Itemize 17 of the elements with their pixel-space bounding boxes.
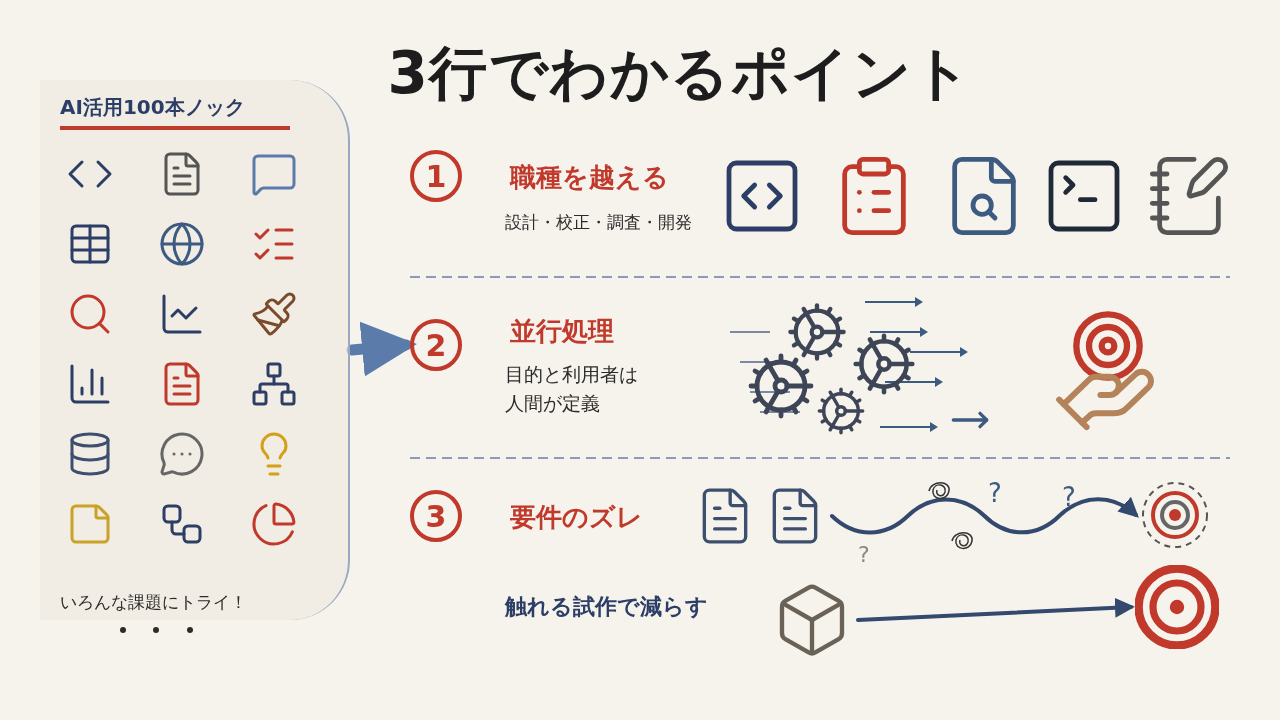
panel-caption: いろんな課題にトライ！ — [60, 591, 247, 614]
question-mark: ? — [988, 477, 1002, 510]
section-heading: 並行処理 — [510, 315, 614, 348]
section-text: 触れる試作で減らす — [505, 593, 708, 621]
arrow — [830, 497, 1140, 535]
section-heading: 要件のズレ — [510, 501, 643, 534]
arrow — [346, 321, 417, 377]
question-mark: ? — [1062, 481, 1076, 514]
question-mark: ? — [858, 541, 870, 569]
target-picture — [1140, 480, 1210, 550]
arrow — [856, 597, 1135, 622]
title: 3行でわかるポイント — [386, 38, 974, 109]
target-picture — [1135, 565, 1219, 649]
panel-heading: AI活用100本ノック — [60, 92, 290, 130]
section-text: 設計・校正・調査・開発 — [505, 211, 692, 234]
section-heading: 職種を越える — [510, 161, 669, 194]
section-text: 目的と利用者は人間が定義 — [505, 362, 639, 416]
